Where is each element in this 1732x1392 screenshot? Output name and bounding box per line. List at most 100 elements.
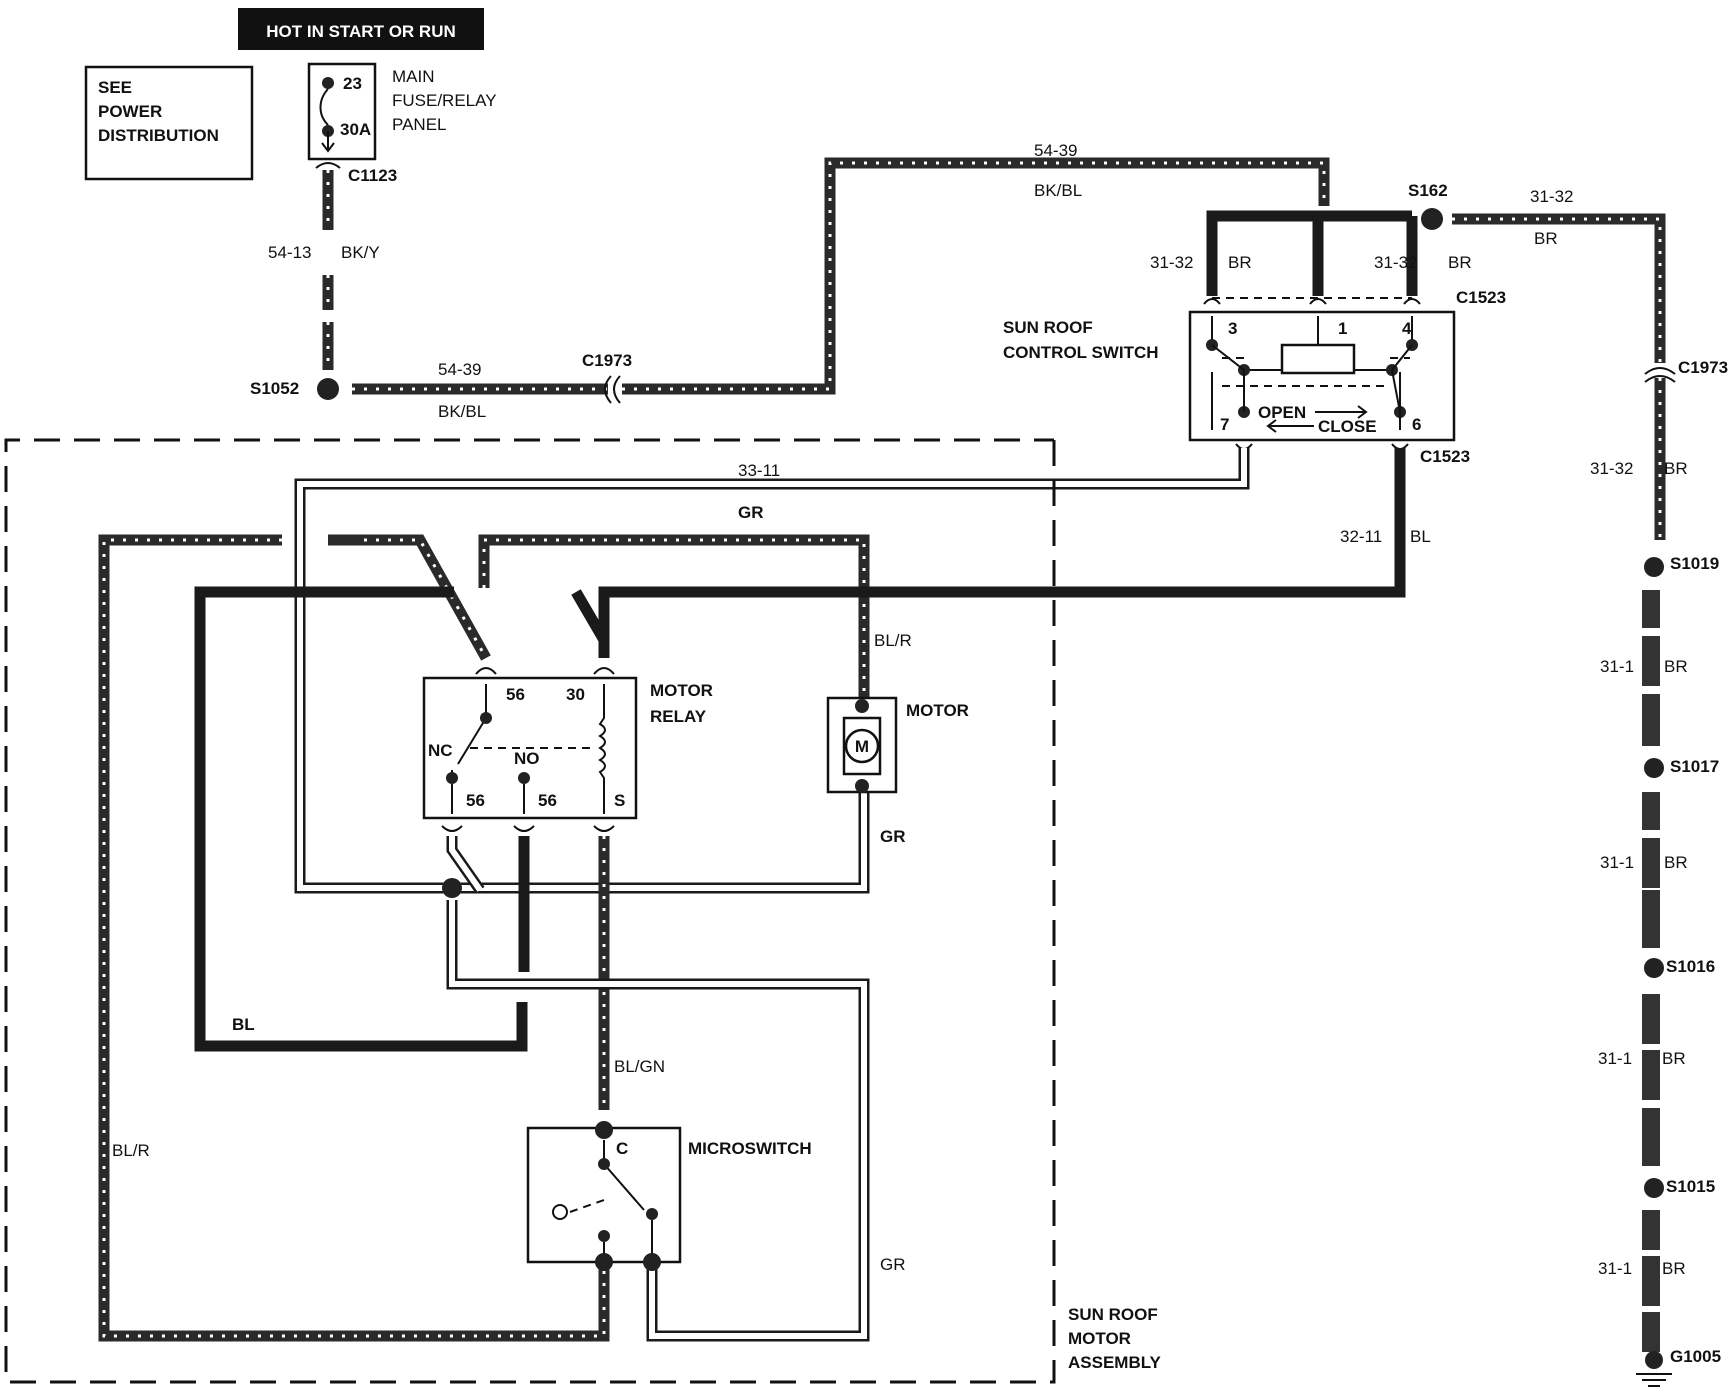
microswitch-common: C <box>616 1139 628 1158</box>
ground-g1005-label: G1005 <box>1670 1347 1721 1366</box>
splice-s1017-label: S1017 <box>1670 757 1719 776</box>
wire-bl-loop: BL <box>232 1015 255 1034</box>
control-switch-label-2: CONTROL SWITCH <box>1003 343 1159 362</box>
see-box-line1: SEE <box>98 78 132 97</box>
wire-32-11-circuit: 32-11 <box>1340 527 1382 546</box>
wire-relay-bottom <box>446 836 870 1342</box>
wire-bl-r-left: BL/R <box>112 1141 150 1160</box>
wire-bl-gn: BL/GN <box>614 1057 665 1076</box>
splice-s1052-label: S1052 <box>250 379 299 398</box>
right-branch-0-circuit: 31-1 <box>1600 657 1634 676</box>
relay-pin30: 30 <box>566 685 585 704</box>
wire-54-13-color: BK/Y <box>341 243 380 262</box>
connector-c1123-label: C1123 <box>348 166 397 185</box>
splice-s1017-dot <box>1644 758 1664 778</box>
wire-31-32-left-circuit: 31-32 <box>1150 253 1193 272</box>
fuse-arrow <box>321 131 335 153</box>
assembly-label-3: ASSEMBLY <box>1068 1353 1162 1372</box>
wire-31-32-down-color: BR <box>1664 459 1688 478</box>
relay-internals <box>446 684 606 814</box>
wire-54-39-circuit-b: 54-39 <box>1034 141 1077 160</box>
motor-relay-label-2: RELAY <box>650 707 707 726</box>
relay-pin56-a: 56 <box>466 791 485 810</box>
wire-bl-r-upper: BL/R <box>874 631 912 650</box>
splice-s1019-label: S1019 <box>1670 554 1719 573</box>
wire-31-32-left-color: BR <box>1228 253 1252 272</box>
relay-pin56-top: 56 <box>506 685 525 704</box>
see-box-line2: POWER <box>98 102 162 121</box>
control-switch-internals <box>1206 316 1418 430</box>
wire-bl-r-outer <box>98 534 870 1342</box>
fuse-element <box>319 88 329 126</box>
connector-c1973-mid-label: C1973 <box>582 351 632 370</box>
ground-g1005-dot <box>1645 1351 1663 1369</box>
motor-icon <box>844 728 880 764</box>
fuse-rating: 30A <box>340 120 371 139</box>
connector-c1523-bottom-label: C1523 <box>1420 447 1470 466</box>
wire-54-39-circuit-a: 54-39 <box>438 360 481 379</box>
open-arrow <box>1315 405 1368 419</box>
fuse-panel-label-3: PANEL <box>392 115 447 134</box>
control-switch-open-label: OPEN <box>1258 403 1306 422</box>
relay-nc: NC <box>428 741 453 760</box>
wire-31-32-down-circuit: 31-32 <box>1590 459 1633 478</box>
close-arrow <box>1266 419 1314 433</box>
see-box-line3: DISTRIBUTION <box>98 126 219 145</box>
control-switch-box <box>1188 310 1456 442</box>
splice-s1052-dot <box>317 378 339 400</box>
splice-s1016-dot <box>1644 958 1664 978</box>
control-switch-pin3: 3 <box>1228 319 1237 338</box>
wire-relay-feeds <box>194 534 876 1052</box>
right-branch-2-circuit: 31-1 <box>1598 1049 1632 1068</box>
control-switch-close-label: CLOSE <box>1318 417 1377 436</box>
splice-s1019-dot <box>1644 557 1664 577</box>
wire-54-39-color-b: BK/BL <box>1034 181 1082 200</box>
microswitch-term-top <box>595 1121 613 1139</box>
relay-crossover-dot <box>442 878 462 898</box>
wire-31-1-segments <box>1642 590 1660 1352</box>
fuse-terminal-top <box>322 77 334 89</box>
wire-gr-lower: GR <box>880 1255 906 1274</box>
right-branch-3-circuit: 31-1 <box>1598 1259 1632 1278</box>
connector-c1973-mid-symbol <box>604 375 621 404</box>
right-branch-0-color: BR <box>1664 657 1688 676</box>
wire-32-11-color: BL <box>1410 527 1431 546</box>
splice-s162-label: S162 <box>1408 181 1448 200</box>
wire-31-32-switch-top <box>1206 210 1418 296</box>
control-switch-bottom-term-arcs <box>1235 443 1409 450</box>
motor-symbol: M <box>855 737 869 756</box>
relay-bottom-term-arcs <box>441 825 615 832</box>
fuse-number: 23 <box>343 74 362 93</box>
splice-s1016-label: S1016 <box>1666 957 1715 976</box>
hot-label: HOT IN START OR RUN <box>266 22 456 41</box>
see-power-distribution-box <box>84 65 254 181</box>
connector-c1523-top-label: C1523 <box>1456 288 1506 307</box>
control-switch-pin1: 1 <box>1338 319 1347 338</box>
wire-31-32-right-circuit: 31-32 <box>1374 253 1417 272</box>
fuse-box <box>307 62 377 161</box>
right-branch-1-circuit: 31-1 <box>1600 853 1634 872</box>
connector-c1973-right-symbol <box>1644 367 1676 383</box>
wire-31-32-right-color: BR <box>1448 253 1472 272</box>
wire-31-32-top-color: BR <box>1534 229 1558 248</box>
motor-term-top <box>855 699 869 713</box>
connector-c1973-right-label: C1973 <box>1678 358 1728 377</box>
assembly-label-1: SUN ROOF <box>1068 1305 1158 1324</box>
motor-relay-label-1: MOTOR <box>650 681 713 700</box>
control-switch-term-arcs <box>1203 298 1421 305</box>
splice-s162-dot <box>1421 208 1443 230</box>
right-branch-1-color: BR <box>1664 853 1688 872</box>
wire-54-39 <box>352 157 1330 395</box>
right-branch-2-color: BR <box>1662 1049 1686 1068</box>
control-switch-pin7: 7 <box>1220 415 1229 434</box>
wire-33-11-color: GR <box>738 503 764 522</box>
microswitch-term-bl-r <box>595 1253 613 1271</box>
microswitch-label: MICROSWITCH <box>688 1139 812 1158</box>
motor-label: MOTOR <box>906 701 969 720</box>
control-switch-pin6: 6 <box>1412 415 1421 434</box>
control-switch-label-1: SUN ROOF <box>1003 318 1093 337</box>
relay-top-term-arcs <box>475 667 615 675</box>
wire-54-13-circuit: 54-13 <box>268 243 311 262</box>
splice-s1015-label: S1015 <box>1666 1177 1715 1196</box>
